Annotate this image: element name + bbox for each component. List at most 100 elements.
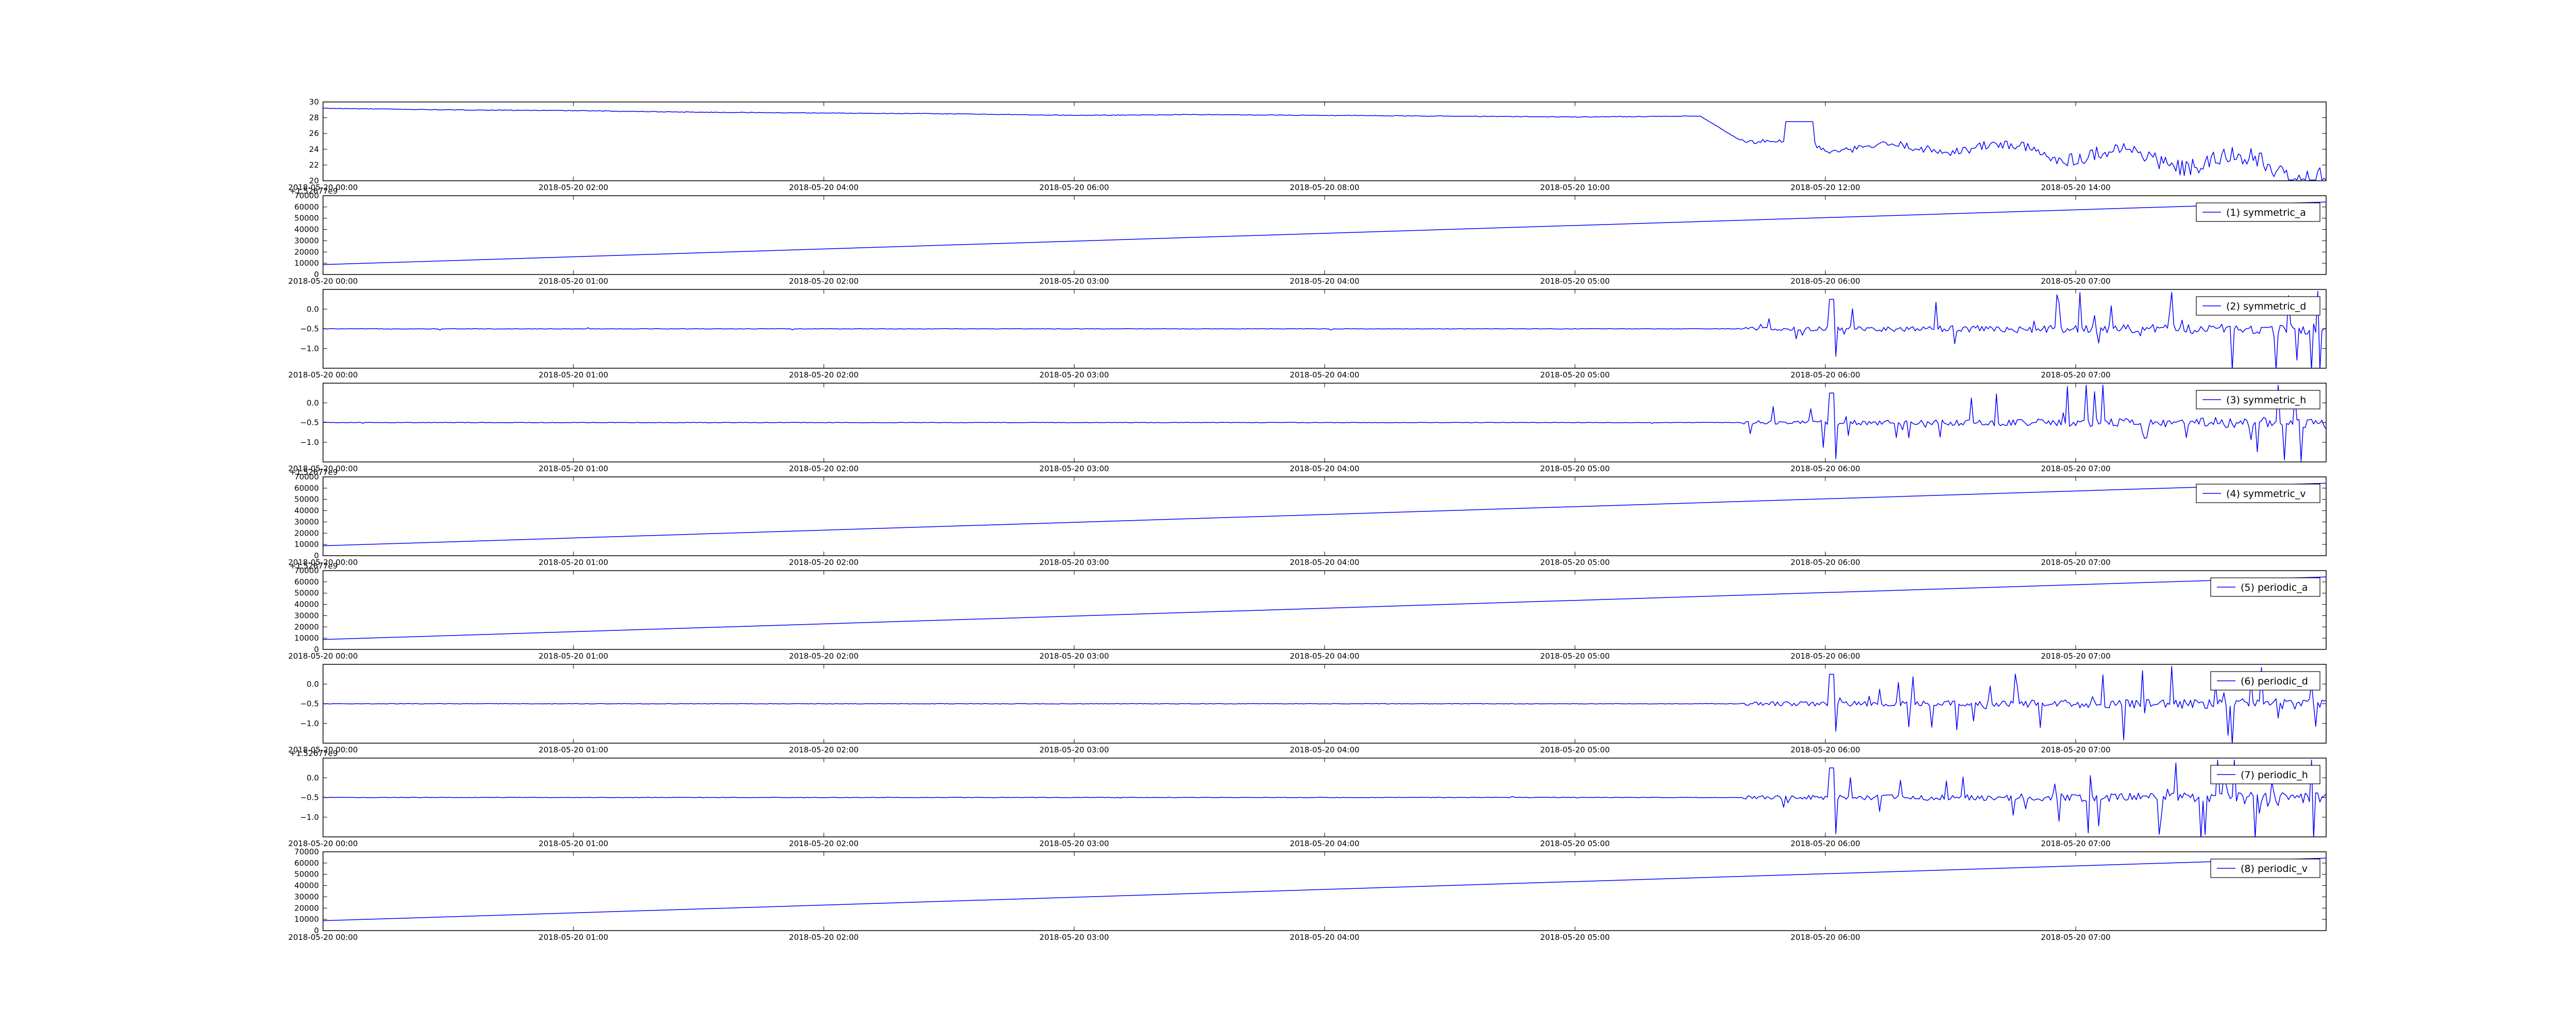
axes-frame (323, 101, 2327, 181)
x-tick-label: 2018-05-20 07:00 (2041, 464, 2110, 473)
x-tick-label: 2018-05-20 00:00 (288, 277, 358, 286)
x-tick-label: 2018-05-20 02:00 (789, 745, 858, 754)
y-tick-label: 28 (309, 113, 319, 123)
x-tick-label: 2018-05-20 05:00 (1540, 464, 1609, 473)
legend: (6) periodic_d (2210, 671, 2320, 691)
x-tick-label: 2018-05-20 04:00 (1290, 745, 1359, 754)
x-tick-label: 2018-05-20 04:00 (1290, 933, 1359, 942)
x-tick-label: 2018-05-20 06:00 (1790, 651, 1860, 661)
x-tick-label: 2018-05-20 00:00 (288, 745, 358, 754)
axes-frame (323, 851, 2327, 931)
axes-frame (323, 476, 2327, 556)
x-tick-label: 2018-05-20 03:00 (1039, 745, 1109, 754)
y-tick-label: 0 (314, 270, 319, 279)
x-tick-label: 2018-05-20 07:00 (2041, 651, 2110, 661)
y-tick-label: 10000 (294, 540, 319, 549)
series-line (323, 760, 2326, 837)
x-tick-label: 2018-05-20 12:00 (1790, 183, 1860, 192)
axes-frame (323, 195, 2327, 275)
x-tick-label: 2018-05-20 01:00 (538, 277, 608, 286)
y-tick-label: 26 (309, 129, 319, 138)
x-tick-label: 2018-05-20 03:00 (1039, 933, 1109, 942)
x-tick-label: 2018-05-20 07:00 (2041, 558, 2110, 567)
legend-label: (8) periodic_v (2241, 863, 2308, 874)
x-tick-label: 2018-05-20 06:00 (1790, 370, 1860, 380)
x-tick-label: 2018-05-20 03:00 (1039, 558, 1109, 567)
series-line (323, 576, 2326, 640)
x-tick-label: 2018-05-20 01:00 (538, 464, 608, 473)
legend: (4) symmetric_v (2196, 484, 2320, 503)
x-tick-label: 2018-05-20 14:00 (2041, 183, 2110, 192)
y-tick-label: −0.5 (300, 699, 319, 709)
y-tick-label: 60000 (294, 577, 319, 587)
series-line (323, 108, 2326, 181)
y-tick-label: 30000 (294, 236, 319, 245)
y-tick-label: 60000 (294, 859, 319, 868)
x-tick-label: 2018-05-20 05:00 (1540, 558, 1609, 567)
y-tick-label: 50000 (294, 589, 319, 598)
x-tick-label: 2018-05-20 07:00 (2041, 277, 2110, 286)
y-tick-label: 70000 (294, 566, 319, 575)
x-tick-label: 2018-05-20 00:00 (288, 558, 358, 567)
legend-label: (2) symmetric_d (2226, 301, 2306, 312)
series-line (323, 291, 2326, 368)
series-line (323, 201, 2326, 265)
y-tick-label: −0.5 (300, 418, 319, 427)
y-offset-label: +1.52677e9 (290, 561, 337, 571)
x-tick-label: 2018-05-20 06:00 (1039, 183, 1109, 192)
y-tick-label: 20000 (294, 528, 319, 538)
x-tick-label: 2018-05-20 07:00 (2041, 933, 2110, 942)
x-tick-label: 2018-05-20 06:00 (1790, 839, 1860, 848)
y-tick-label: 0.0 (307, 398, 319, 407)
legend: (5) periodic_a (2210, 577, 2320, 597)
x-tick-label: 2018-05-20 03:00 (1039, 370, 1109, 380)
subplot-6: 0100002000030000400005000060000700002018… (288, 561, 2327, 661)
y-tick-label: 30 (309, 97, 319, 107)
subplot-5: 0100002000030000400005000060000700002018… (288, 468, 2327, 567)
x-tick-label: 2018-05-20 07:00 (2041, 370, 2110, 380)
subplot-9: 0100002000030000400005000060000700002018… (288, 847, 2327, 942)
axes-frame (323, 570, 2327, 650)
y-tick-label: 20000 (294, 247, 319, 256)
legend-label: (4) symmetric_v (2226, 488, 2306, 500)
y-tick-label: 70000 (294, 191, 319, 200)
y-tick-label: −1.0 (300, 344, 319, 353)
x-tick-label: 2018-05-20 02:00 (538, 183, 608, 192)
x-tick-label: 2018-05-20 04:00 (789, 183, 858, 192)
x-tick-label: 2018-05-20 03:00 (1039, 464, 1109, 473)
legend: (3) symmetric_h (2196, 390, 2320, 409)
legend-label: (6) periodic_d (2241, 676, 2308, 687)
x-tick-label: 2018-05-20 01:00 (538, 558, 608, 567)
x-tick-label: 2018-05-20 06:00 (1790, 277, 1860, 286)
y-tick-label: −0.5 (300, 793, 319, 802)
y-tick-label: 50000 (294, 495, 319, 504)
x-tick-label: 2018-05-20 07:00 (2041, 745, 2110, 754)
y-tick-label: 20 (309, 176, 319, 185)
legend-label: (7) periodic_h (2241, 769, 2308, 781)
x-tick-label: 2018-05-20 06:00 (1790, 745, 1860, 754)
x-tick-label: 2018-05-20 04:00 (1290, 277, 1359, 286)
legend-label: (1) symmetric_a (2226, 207, 2306, 218)
y-offset-label: +1.52677e9 (290, 749, 337, 758)
x-tick-label: 2018-05-20 01:00 (538, 839, 608, 848)
x-tick-label: 2018-05-20 03:00 (1039, 839, 1109, 848)
y-tick-label: 60000 (294, 484, 319, 493)
x-tick-label: 2018-05-20 02:00 (789, 277, 858, 286)
x-tick-label: 2018-05-20 01:00 (538, 933, 608, 942)
y-tick-label: 24 (309, 145, 319, 154)
legend-frame (2210, 765, 2320, 784)
y-tick-label: −0.5 (300, 324, 319, 334)
y-tick-label: 10000 (294, 259, 319, 268)
y-tick-label: 50000 (294, 214, 319, 223)
legend: (2) symmetric_d (2196, 296, 2320, 316)
legend-frame (2196, 484, 2320, 503)
x-tick-label: 2018-05-20 04:00 (1290, 464, 1359, 473)
y-tick-label: 0.0 (307, 773, 319, 782)
x-tick-label: 2018-05-20 01:00 (538, 745, 608, 754)
y-tick-label: 0 (314, 551, 319, 560)
